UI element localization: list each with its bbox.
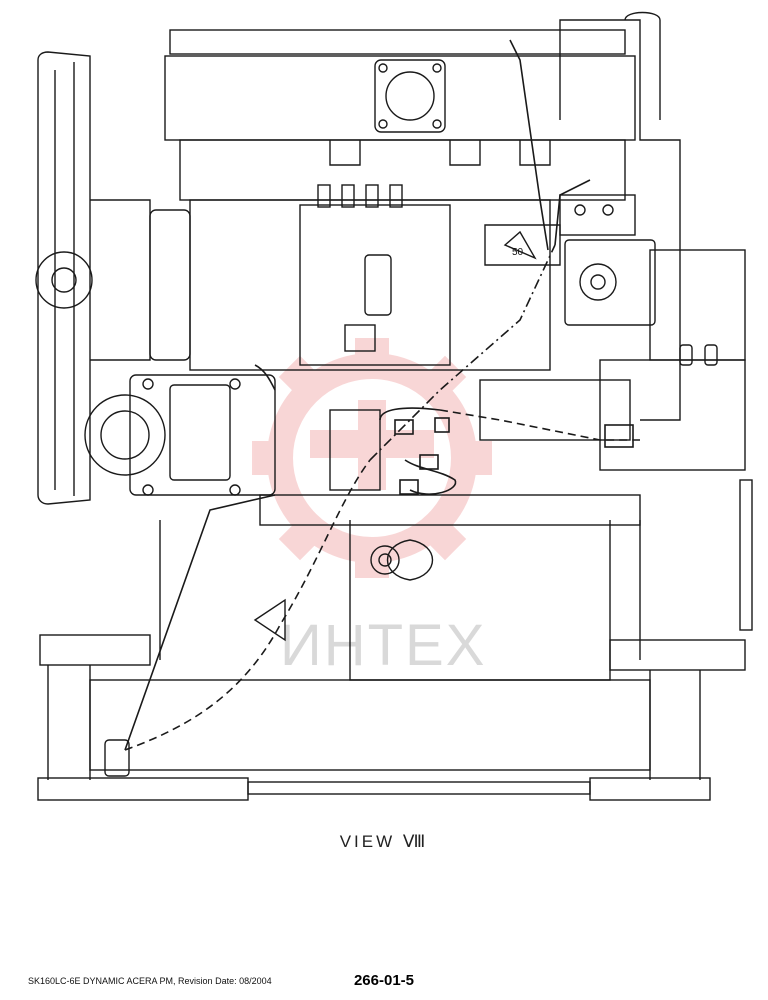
svg-text:50: 50 (512, 247, 524, 258)
engine-block-lines (35, 11, 753, 801)
engine-diagram: ИНТЕХ (35, 11, 753, 801)
wiring-harness (124, 39, 640, 751)
callout-50: 50 (512, 247, 524, 258)
page-number: 266-01-5 (353, 972, 415, 989)
document-info: SK160LC-6E DYNAMIC ACERA PM, Revision Da… (28, 976, 272, 986)
watermark-text: ИНТЕХ (280, 613, 486, 678)
view-label: VIEW Ⅷ (339, 832, 429, 851)
watermark-logo (252, 338, 492, 578)
